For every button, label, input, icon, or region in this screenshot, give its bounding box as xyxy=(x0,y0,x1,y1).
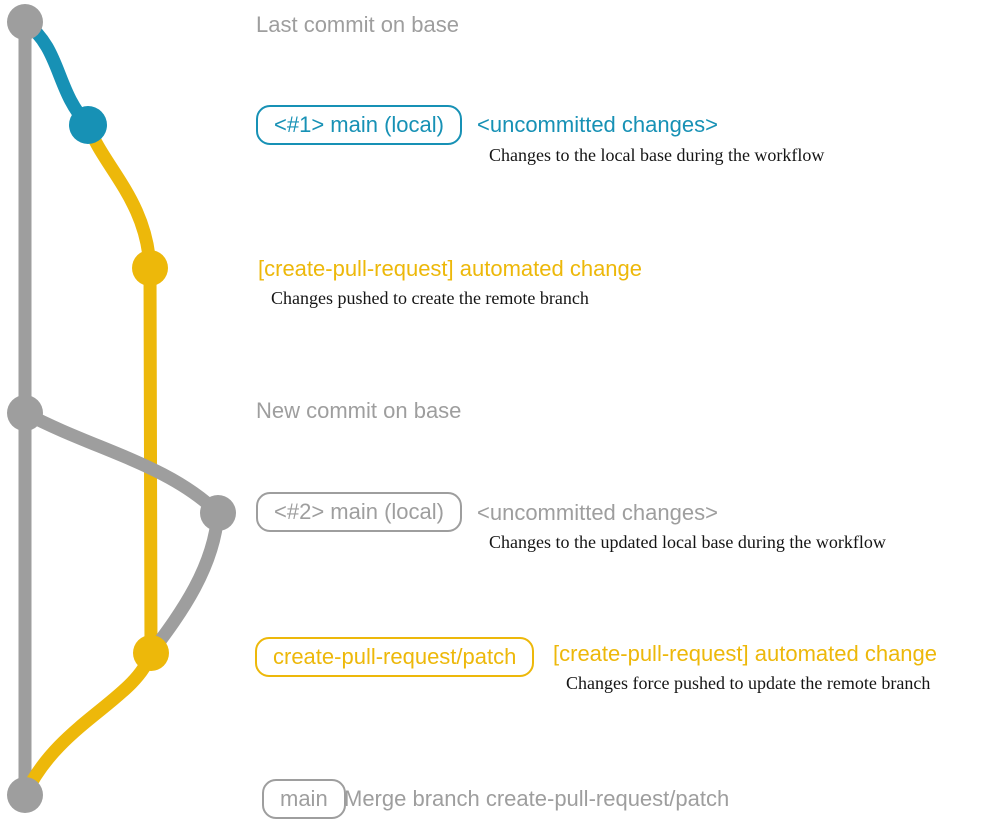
branch-label-main-local-1: <#1> main (local) xyxy=(256,105,462,145)
merge-commit-text: Merge branch create-pull-request/patch xyxy=(344,786,730,811)
commit-dot-patch-2 xyxy=(133,635,169,671)
commit-dot-merge xyxy=(7,777,43,813)
uncommitted-changes-caption-1: Changes to the local base during the wor… xyxy=(489,145,825,165)
last-commit-heading: Last commit on base xyxy=(256,12,459,37)
patch-merge-edge xyxy=(18,646,158,802)
automated-change-caption-1: Changes pushed to create the remote bran… xyxy=(271,288,589,308)
patch-branch-line xyxy=(143,261,158,660)
branch-label-patch: create-pull-request/patch xyxy=(255,637,535,677)
commit-dot-last-base xyxy=(7,4,43,40)
branch-label-main: main xyxy=(262,779,346,819)
commit-dot-local-main-1 xyxy=(69,106,107,144)
patch-edge-1 xyxy=(81,118,157,275)
new-commit-heading: New commit on base xyxy=(256,398,462,423)
uncommitted-changes-title-2: <uncommitted changes> xyxy=(477,500,718,525)
local-main-edge-3 xyxy=(144,506,225,660)
automated-change-title-1: [create-pull-request] automated change xyxy=(258,256,643,281)
commit-dot-local-main-2 xyxy=(200,495,236,531)
uncommitted-changes-caption-2: Changes to the updated local base during… xyxy=(489,532,886,552)
local-main-edge-2 xyxy=(18,406,225,520)
automated-change-title-2: [create-pull-request] automated change xyxy=(553,641,938,666)
commit-dot-patch-1 xyxy=(132,250,168,286)
automated-change-caption-2: Changes force pushed to update the remot… xyxy=(566,673,931,693)
branch-label-main-local-2: <#2> main (local) xyxy=(256,492,462,532)
commit-dot-new-base xyxy=(7,395,43,431)
uncommitted-changes-title-1: <uncommitted changes> xyxy=(477,112,718,137)
